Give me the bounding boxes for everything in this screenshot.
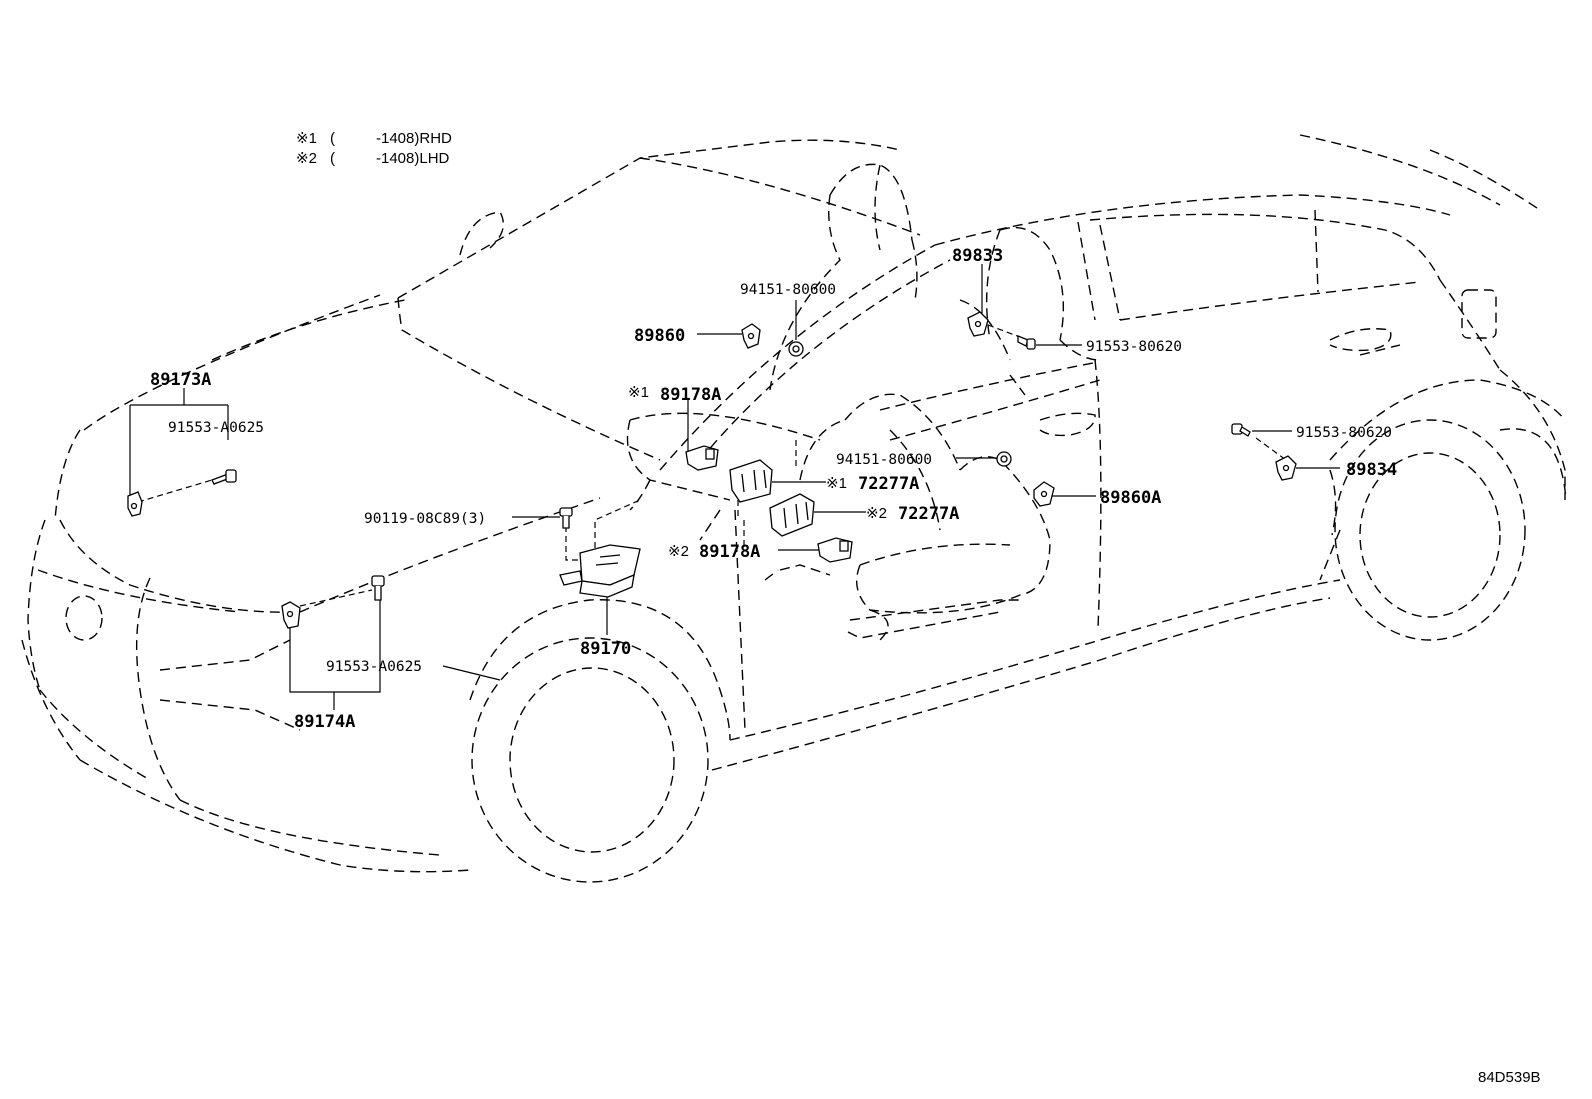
sensor-icon: [685, 445, 719, 471]
label-89834: 89834: [1346, 460, 1397, 480]
label-89173A: 89173A: [150, 370, 211, 390]
nut-icon: [788, 341, 804, 357]
leader-lines: [129, 264, 1340, 710]
mark-2-72277A: ※2: [866, 505, 887, 522]
label-72277A-2: 72277A: [898, 504, 959, 524]
bolt-icon: [1017, 335, 1036, 350]
car-outline: [21, 134, 1567, 883]
note-2-text: -1408)LHD: [376, 150, 450, 167]
label-89174A: 89174A: [294, 712, 355, 732]
bolt-icon: [1231, 423, 1251, 437]
mark-1-72277A: ※1: [826, 475, 847, 492]
part-icons: [127, 311, 1297, 629]
label-91553-80620-b: 91553-80620: [1296, 425, 1392, 441]
drawing-code: 84D539B: [1478, 1069, 1541, 1086]
bolt-icon: [211, 469, 237, 485]
part-labels: 89173A 91553-A0625 90119-08C89(3) 91553-…: [150, 246, 1397, 732]
note-1-text: -1408)RHD: [376, 130, 452, 147]
label-89833: 89833: [952, 246, 1003, 266]
sensor-icon: [281, 601, 301, 629]
label-94151-80600-top: 94151-80600: [740, 282, 836, 298]
sensor-icon: [127, 491, 143, 517]
note-1-mark: ※1: [296, 130, 317, 147]
sensor-icon: [1275, 455, 1297, 481]
bracket-icon: [729, 459, 773, 503]
mark-2-89178A: ※2: [668, 543, 689, 560]
airbag-ecu-icon: [559, 544, 641, 598]
dashboard: [626, 412, 821, 541]
bolt-icon: [371, 575, 385, 601]
label-91553-80620-a: 91553-80620: [1086, 339, 1182, 355]
label-72277A-1: 72277A: [858, 474, 919, 494]
legend-notes: ※1 ( -1408)RHD ※2 ( -1408)LHD: [296, 130, 452, 167]
mark-1-89178A: ※1: [628, 384, 649, 401]
front-seat: [764, 163, 1101, 641]
bolt-icon: [559, 507, 573, 529]
sensor-icon: [967, 311, 989, 337]
sensor-icon: [817, 537, 853, 563]
label-89178A-1: 89178A: [660, 385, 721, 405]
label-91553-A0625-top: 91553-A0625: [168, 420, 264, 436]
bracket-icon: [769, 493, 815, 537]
label-91553-A0625-low: 91553-A0625: [326, 659, 422, 675]
label-89860: 89860: [634, 326, 685, 346]
label-94151-80600-mid: 94151-80600: [836, 452, 932, 468]
nut-icon: [996, 451, 1012, 467]
sensor-icon: [741, 323, 761, 349]
label-89860A: 89860A: [1100, 488, 1161, 508]
note-2-paren: (: [330, 150, 335, 167]
label-89178A-2: 89178A: [699, 542, 760, 562]
label-90119-08C89: 90119-08C89(3): [364, 511, 486, 527]
note-2-mark: ※2: [296, 150, 317, 167]
label-89170: 89170: [580, 639, 631, 659]
sensor-icon: [1033, 481, 1055, 507]
note-1-paren: (: [330, 130, 335, 147]
